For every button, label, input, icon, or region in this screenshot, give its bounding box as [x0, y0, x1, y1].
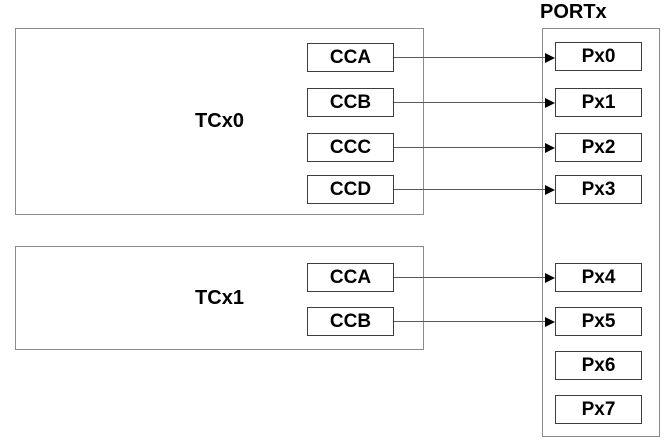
- arrowhead-icon: [545, 272, 555, 283]
- arrow-tc0-cca-to-px0: [394, 52, 555, 63]
- pin-box-px3: Px3: [555, 175, 642, 204]
- tc1-label: TCx1: [195, 286, 244, 309]
- cc-box-tc0-ccb: CCB: [307, 88, 394, 117]
- cc-box-tc0-ccc: CCC: [307, 133, 394, 162]
- cc-box-tc0-ccd: CCD: [307, 175, 394, 204]
- cc-box-tc1-ccb: CCB: [307, 307, 394, 336]
- pin-box-px6: Px6: [555, 351, 642, 380]
- arrow-tc1-ccb-to-px5: [394, 316, 555, 327]
- arrowhead-icon: [545, 142, 555, 153]
- pin-box-px4: Px4: [555, 263, 642, 292]
- arrow-tc0-ccc-to-px2: [394, 142, 555, 153]
- arrowhead-icon: [545, 184, 555, 195]
- pin-box-px1: Px1: [555, 88, 642, 117]
- arrow-tc0-ccd-to-px3: [394, 184, 555, 195]
- pin-box-px0: Px0: [555, 42, 642, 71]
- arrowhead-icon: [545, 52, 555, 63]
- cc-box-tc0-cca: CCA: [307, 43, 394, 72]
- arrow-tc0-ccb-to-px1: [394, 97, 555, 108]
- tc0-label: TCx0: [195, 110, 244, 132]
- arrowhead-icon: [545, 316, 555, 327]
- pin-box-px2: Px2: [555, 133, 642, 162]
- arrow-tc1-cca-to-px4: [394, 272, 555, 283]
- pin-box-px7: Px7: [555, 395, 642, 424]
- pin-box-px5: Px5: [555, 307, 642, 336]
- cc-box-tc1-cca: CCA: [307, 263, 394, 292]
- arrowhead-icon: [545, 97, 555, 108]
- port-title: PORTx: [540, 1, 607, 23]
